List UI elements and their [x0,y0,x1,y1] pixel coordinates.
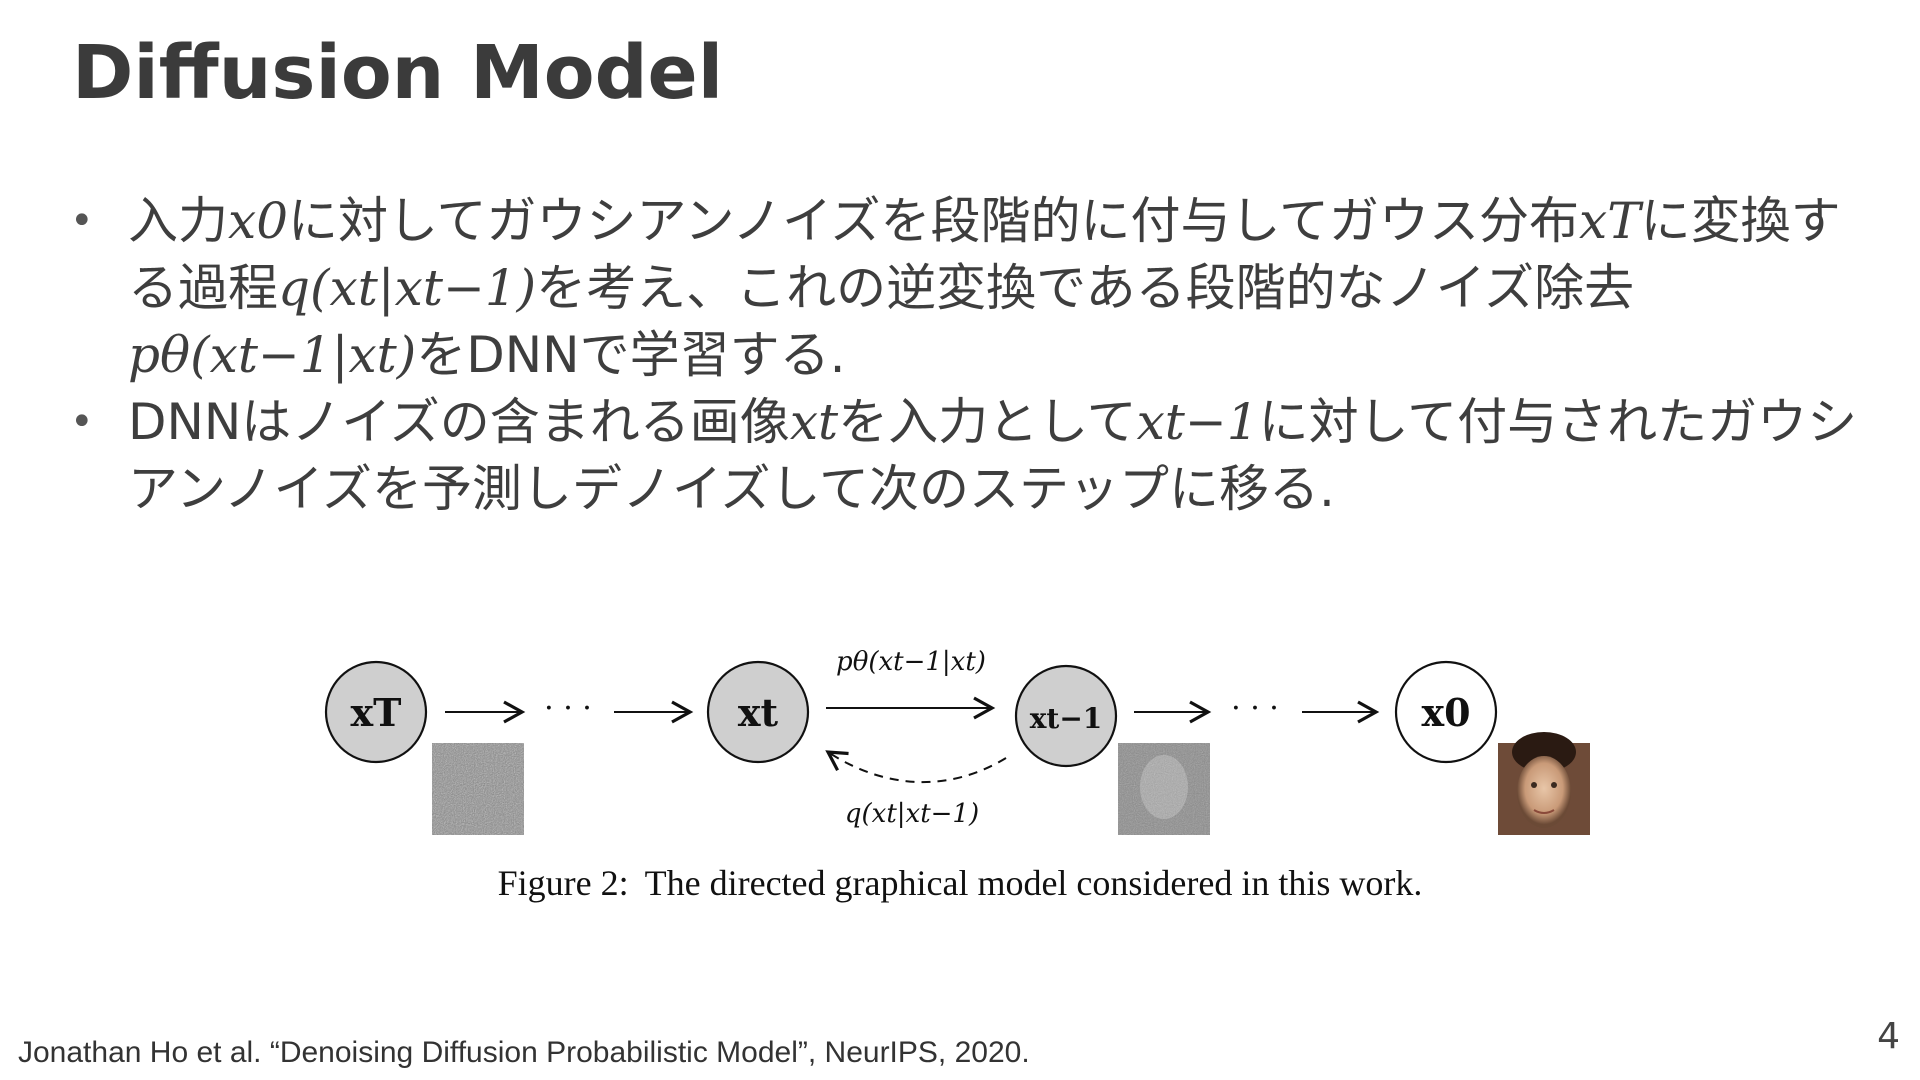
graphical-model-diagram: xT · · · xt pθ(xt−1|xt) q(xt|xt−1) xt−1 … [300,640,1620,880]
node-xt: xt [706,660,810,764]
bullet-text: に変換する過程 [128,192,1841,317]
figure-caption: Figure 2: The directed graphical model co… [0,862,1920,904]
node-xT: xT [324,660,428,764]
math-p-theta: pθ(xt−1|xt) [128,326,417,384]
clean-face-image [1498,732,1590,835]
node-label: x0 [1421,690,1470,735]
math-q-forward: q(xt|xt−1) [278,259,537,317]
ellipsis: · · · [1231,691,1279,726]
forward-label: pθ(xt−1|xt) [836,647,986,677]
diagram-svg: xT · · · xt pθ(xt−1|xt) q(xt|xt−1) xt−1 … [324,647,1590,835]
bullet-text: DNNはノイズの含まれる画像 [128,393,790,451]
citation: Jonathan Ho et al. “Denoising Diffusion … [18,1036,1030,1069]
bullet-text: をDNNで学習する. [416,326,846,384]
node-xt-1: xt−1 [1014,664,1118,768]
math-xt: xt [789,393,839,451]
bullet-item: DNNはノイズの含まれる画像xtを入力としてxt−1に対して付与されたガウシアン… [70,389,1870,523]
math-x0: x0 [228,192,289,250]
node-label: xT [351,690,402,735]
caption-text: The directed graphical model considered … [644,863,1423,903]
ellipsis: · · · [544,691,592,726]
bullet-text: を入力として [838,393,1137,451]
bullet-text: を考え、これの逆変換である段階的なノイズ除去 [536,259,1635,317]
node-label: xt [738,690,779,735]
bullet-list: 入力x0に対してガウシアンノイズを段階的に付与してガウス分布xTに変換する過程q… [70,188,1870,523]
math-xT: xT [1579,192,1641,250]
math-xt-1: xt−1 [1136,393,1259,451]
bullet-text: に対してガウシアンノイズを段階的に付与してガウス分布 [288,192,1580,250]
noise-image-xT [432,743,524,835]
slide-title: Diffusion Model [72,30,724,116]
page-number: 4 [1877,1016,1900,1057]
bullet-item: 入力x0に対してガウシアンノイズを段階的に付与してガウス分布xTに変換する過程q… [70,188,1870,389]
node-label: xt−1 [1030,702,1103,735]
node-x0: x0 [1394,660,1498,764]
caption-label: Figure 2: [497,863,629,903]
partial-face-image [1118,743,1210,835]
bullet-text: に対して付与されたガウシアンノイズを予測しデノイズして次のステップに移る. [128,393,1858,518]
reverse-label: q(xt|xt−1) [845,799,979,829]
reverse-arrow [825,750,1007,784]
bullet-text: 入力 [128,192,228,250]
